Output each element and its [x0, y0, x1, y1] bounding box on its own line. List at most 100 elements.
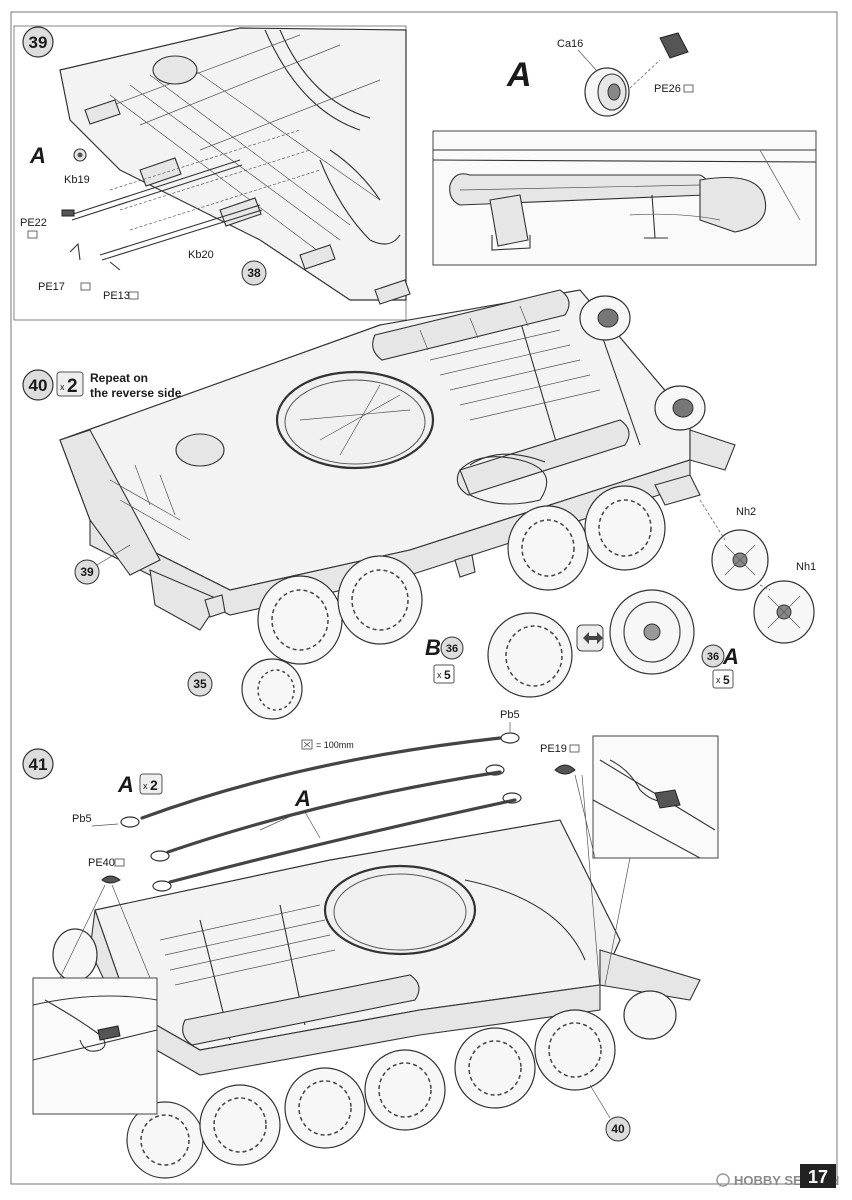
hull-cable	[319, 159, 401, 245]
clip-pe19	[554, 764, 576, 775]
wheel-a-qty: 5	[723, 673, 730, 687]
step-40-multiplier: 2	[67, 376, 78, 397]
watermark-logo-icon	[716, 1173, 730, 1187]
wheel-b-qty-box	[433, 664, 455, 684]
part-pb5-left: Pb5	[72, 813, 92, 825]
step-41-letter-a: A	[117, 772, 134, 797]
step-40-badge	[22, 369, 54, 401]
leader-40	[589, 1084, 611, 1119]
hull-ribs	[109, 59, 381, 261]
step-40-number: 40	[29, 376, 48, 395]
inset-left	[32, 977, 158, 1115]
fender-rear	[689, 429, 736, 471]
wheel-b-qty-x: x	[437, 670, 442, 680]
idler-wheel-41	[623, 990, 677, 1040]
inset-rod-lines	[459, 184, 701, 191]
step-40: 40 x 2 Repeat on the reverse side	[22, 289, 816, 720]
assembly-arrow-a	[629, 59, 661, 89]
ref-39: 39	[80, 565, 94, 579]
repeat-line-1: Repeat on	[90, 371, 148, 385]
loose-wheel-36a	[609, 589, 695, 675]
step-39-letter-a: A	[29, 143, 46, 168]
inset-right	[592, 735, 719, 859]
reverse-side-arrow-icon	[576, 624, 604, 652]
multiplier-x: x	[60, 382, 65, 392]
tow-cable-2	[166, 770, 502, 854]
part-nh2: Nh2	[736, 506, 756, 518]
pe-photoetch-icon	[569, 744, 580, 753]
part-nh1: Nh1	[796, 561, 816, 573]
inset-bracket-left	[489, 194, 529, 247]
inset-clamp-right	[644, 194, 668, 239]
turret-ring-41-inner	[333, 873, 467, 951]
inset-left-cable	[44, 999, 106, 1052]
tow-cable-3	[168, 798, 517, 884]
wheel-a-ref: 36	[707, 651, 719, 663]
assembly-arrows	[109, 129, 321, 231]
wheel-b-ref: 36	[446, 643, 458, 655]
multiplier-box	[56, 371, 84, 397]
part-ca16: Ca16	[557, 38, 583, 50]
leader-39	[96, 544, 131, 566]
ref-40: 40	[611, 1122, 625, 1136]
axle-arm-mid	[454, 554, 476, 578]
turret-ring-arc-2	[279, 29, 371, 119]
cable-on-hull	[464, 879, 586, 961]
fuel-drums	[372, 289, 630, 496]
hull-lines	[99, 34, 381, 151]
front-glacis	[59, 429, 161, 576]
step-41-number: 41	[29, 755, 48, 774]
bracket-pe13	[109, 261, 121, 271]
fender-front	[149, 569, 221, 631]
part-pe26: PE26	[654, 83, 681, 95]
part-pe17: PE17	[38, 281, 65, 293]
wheel-b-ref-badge	[440, 636, 464, 660]
ref-35: 35	[193, 677, 207, 691]
wheel-a-qty-x: x	[716, 675, 721, 685]
ref-38: 38	[247, 266, 261, 280]
tow-rod-kb19	[69, 159, 243, 221]
step-39-number: 39	[29, 33, 48, 52]
step-39: 39 A Kb19 PE22 Kb2	[13, 25, 411, 321]
fuel-drums-41	[182, 974, 420, 1046]
hull-cable-2	[329, 149, 381, 201]
inset-hull-edge	[432, 149, 817, 163]
ref-35-badge	[187, 671, 213, 697]
wheel-a-ref-badge	[701, 644, 725, 668]
axle-arm-front	[204, 594, 226, 618]
drive-sprocket	[654, 474, 701, 506]
detail-a-letter: A	[506, 56, 532, 94]
wheel-a-letter: A	[722, 644, 739, 669]
part-kb20: Kb20	[188, 249, 214, 261]
mounted-road-wheels	[257, 485, 666, 665]
wheel-b-qty: 5	[444, 668, 451, 682]
loose-wheel-36b	[487, 612, 573, 698]
tow-cable-1	[140, 736, 502, 820]
bracket-pe22	[61, 209, 75, 217]
ref-38-badge	[241, 260, 267, 286]
inset-right-pointer	[574, 774, 631, 991]
spare-wheel-41	[52, 928, 98, 982]
tow-rod-kb20	[99, 204, 263, 261]
step-41: 41 A x 2 A = 100mm Pb5 PE19 Pb5 PE40	[22, 709, 719, 1179]
front-details	[109, 464, 191, 541]
road-wheels-41	[126, 1009, 616, 1179]
axle-stubs	[84, 99, 411, 305]
repeat-line-2: the reverse side	[90, 386, 182, 400]
driver-hatch	[175, 433, 225, 467]
part-kb19: Kb19	[64, 174, 90, 186]
fender-41	[599, 949, 701, 1001]
wheel-nh2	[711, 529, 769, 591]
hub-cap-ca16	[584, 67, 630, 117]
step-41-multiplier-box	[139, 773, 163, 795]
turret-ring-inner	[284, 379, 426, 465]
wheel-a-qty-box	[712, 669, 734, 689]
leader-ca16	[577, 49, 599, 73]
leader-pb5-left	[91, 823, 119, 827]
inset-right-edge	[629, 149, 801, 221]
rear-hatch	[152, 55, 198, 85]
page-number-box	[800, 1164, 836, 1188]
loose-wheel-35	[241, 658, 303, 720]
turret-ring-41	[323, 864, 477, 956]
